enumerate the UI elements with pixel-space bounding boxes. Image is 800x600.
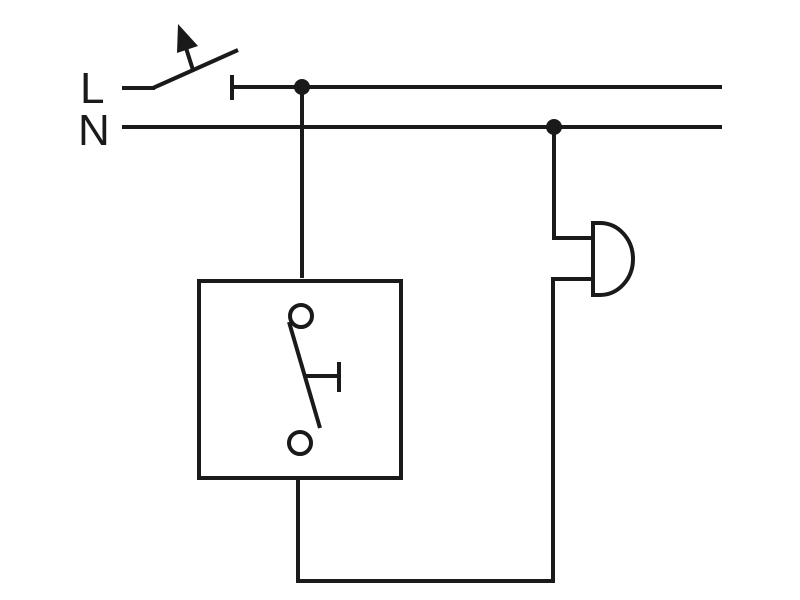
switch-blade bbox=[152, 48, 239, 90]
bell-icon bbox=[591, 221, 635, 297]
push-button-enclosure bbox=[197, 279, 403, 480]
push-button-box bbox=[197, 279, 403, 480]
neutral-label: N bbox=[78, 106, 110, 155]
contact-top bbox=[288, 303, 314, 329]
push-button-blade bbox=[287, 321, 322, 429]
neutral-drop-wire bbox=[552, 127, 593, 240]
return-wire bbox=[296, 277, 593, 583]
line-label: L bbox=[80, 64, 104, 113]
main-switch bbox=[122, 24, 239, 100]
arrow-icon bbox=[177, 24, 198, 71]
contact-bottom bbox=[287, 430, 313, 456]
